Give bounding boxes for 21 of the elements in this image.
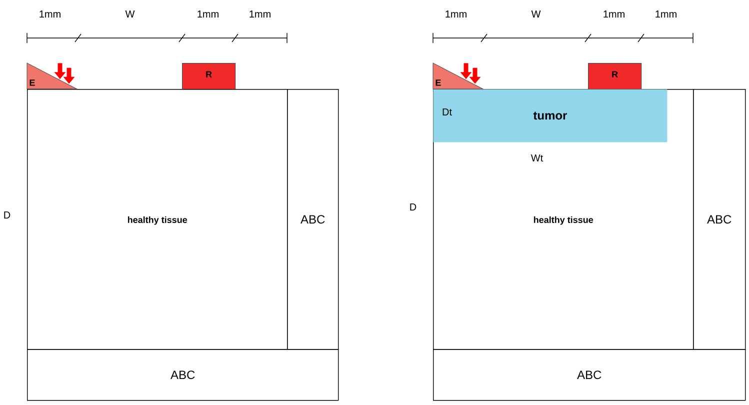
electrode-triangle: E [432,62,484,90]
layer-box: ABC [27,349,339,401]
dimension-label: W [531,10,541,18]
dimension-label: 1mm [656,10,676,18]
receiver-box: R [588,63,642,90]
layer-box: ABC [287,89,339,350]
dimension-label: D [4,212,10,218]
receiver-box: R [182,63,236,90]
dimension-label: Dt [442,108,452,116]
dimension-label: D [410,204,416,210]
dimension-label: 1mm [604,10,624,18]
layer-box: ABC [433,349,746,401]
tissue-box: healthy tissue [27,89,288,350]
dimension-label: Wt [530,154,544,162]
layer-box: ABC [693,89,746,350]
electrode-triangle: E [26,62,78,90]
dimension-label: 1mm [446,10,466,18]
dimension-label: 1mm [198,10,218,18]
dimension-label: 1mm [250,10,270,18]
dimension-label: 1mm [40,10,60,18]
dimension-label: W [125,10,135,18]
